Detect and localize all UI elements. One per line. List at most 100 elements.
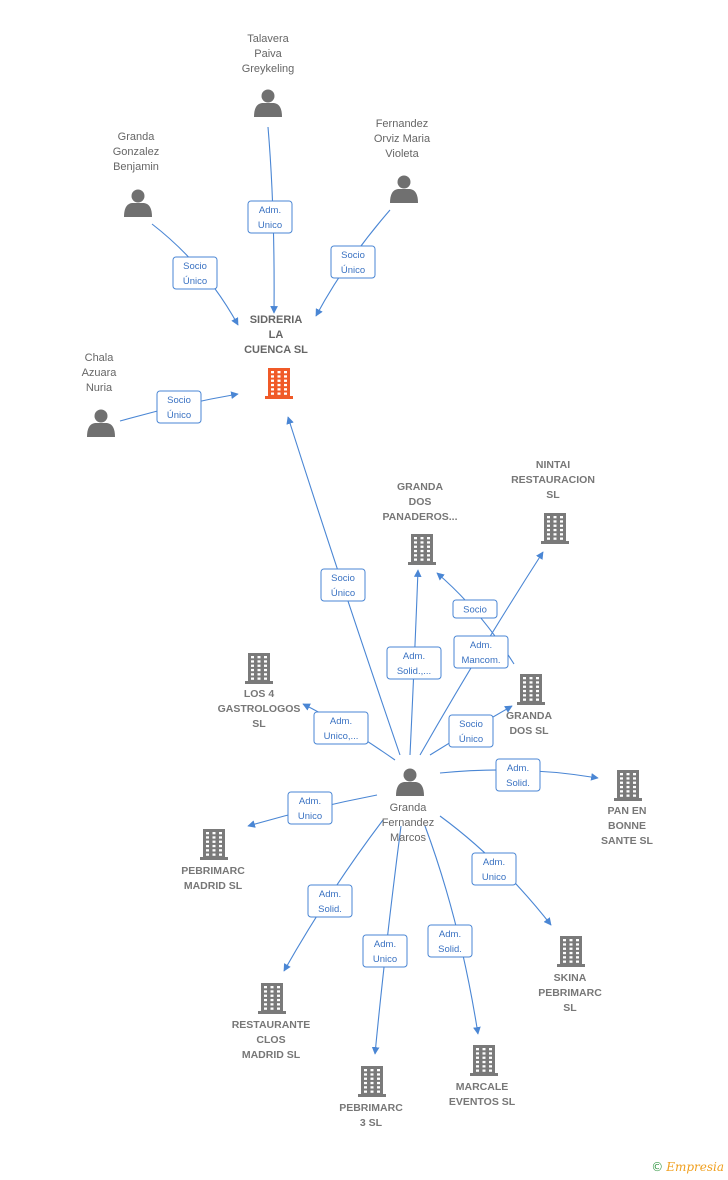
node-label: RESTAURACION	[511, 474, 595, 486]
building-window	[277, 998, 280, 1002]
company-icon[interactable]	[358, 1066, 386, 1097]
edge-label-e16[interactable]: Adm.Unico	[362, 934, 408, 968]
edge-label-e6[interactable]: Socio	[452, 599, 498, 619]
node-label: DOS	[409, 496, 432, 508]
building-window	[560, 528, 563, 532]
edge-label-e12[interactable]: Adm.Unico	[287, 791, 333, 825]
node-label: CUENCA SL	[244, 344, 308, 356]
building-window	[414, 554, 417, 557]
company-icon[interactable]	[470, 1045, 498, 1076]
building-window	[563, 956, 566, 959]
building-window	[476, 1048, 479, 1051]
edge-label-text: Adm.	[507, 763, 529, 774]
company-icon[interactable]	[517, 674, 545, 705]
building-window	[482, 1052, 486, 1055]
building-window	[482, 1060, 486, 1064]
building-window	[212, 844, 216, 848]
node-label: GRANDA	[506, 710, 552, 722]
building-window	[529, 681, 533, 684]
company-icon[interactable]	[541, 513, 569, 544]
building-window	[212, 832, 216, 835]
building-window	[264, 660, 267, 663]
person-icon[interactable]	[254, 89, 282, 118]
building-window	[633, 790, 636, 793]
building-window	[576, 943, 579, 946]
node-label: BONNE	[608, 820, 646, 832]
edge-label-e13[interactable]: Adm.Unico	[471, 852, 517, 886]
edge-label-e8[interactable]: Adm.Mancom.	[453, 635, 509, 669]
company-icon[interactable]	[258, 983, 286, 1014]
building-window	[251, 664, 254, 667]
edge-label-box	[247, 200, 293, 234]
building-window	[626, 781, 630, 784]
company-icon[interactable]	[245, 653, 273, 684]
edge-label-text: Adm.	[259, 205, 281, 216]
node-granda_dos_panaderos[interactable]: GRANDADOSPANADEROS...	[382, 481, 458, 565]
building-window	[219, 849, 222, 852]
company-icon[interactable]	[200, 829, 228, 860]
building-window	[370, 1077, 374, 1080]
building-window	[212, 849, 216, 852]
building-window	[489, 1060, 492, 1064]
edge-label-text: Unico	[373, 954, 397, 965]
edge-label-e1[interactable]: Adm.Unico	[247, 200, 293, 234]
person-icon[interactable]	[390, 175, 418, 204]
brand-name: Empresia	[666, 1160, 724, 1174]
building-window	[427, 545, 430, 548]
company-icon[interactable]	[557, 936, 585, 967]
building-window	[251, 668, 254, 672]
building-window	[476, 1052, 479, 1055]
node-label: Fernandez	[376, 118, 429, 130]
building-window	[257, 660, 261, 663]
building-window	[547, 528, 550, 532]
building-window	[277, 392, 281, 395]
building-window	[569, 947, 573, 950]
person-icon[interactable]	[396, 768, 424, 797]
building-window	[277, 388, 281, 391]
edge-label-e15[interactable]: Adm.Solid.	[427, 924, 473, 958]
edge-label-text: Único	[167, 410, 191, 421]
main-company-icon[interactable]	[265, 368, 293, 399]
building-window	[271, 371, 274, 374]
edge-label-text: Adm.	[439, 929, 461, 940]
company-icon[interactable]	[408, 534, 436, 565]
building-window	[547, 537, 550, 540]
edge-label-e11[interactable]: Adm.Solid.	[495, 758, 541, 792]
building-window	[271, 379, 274, 382]
building-window	[536, 689, 539, 693]
building-window	[219, 840, 222, 843]
node-label: PEBRIMARC	[181, 865, 245, 877]
edge-label-e9[interactable]: Adm.Unico,...	[313, 711, 369, 745]
person-icon[interactable]	[124, 189, 152, 218]
edge-label-e14[interactable]: Adm.Solid.	[307, 884, 353, 918]
building-base	[358, 1094, 386, 1097]
company-icon[interactable]	[614, 770, 642, 801]
person-head	[403, 768, 417, 782]
person-icon[interactable]	[87, 409, 115, 438]
edge-label-text: Unico,...	[324, 731, 359, 742]
edge-label-text: Socio	[463, 605, 487, 616]
building-window	[529, 685, 533, 688]
node-label: Greykeling	[242, 63, 295, 75]
edge-label-e7[interactable]: Adm.Solid.,...	[386, 646, 442, 680]
